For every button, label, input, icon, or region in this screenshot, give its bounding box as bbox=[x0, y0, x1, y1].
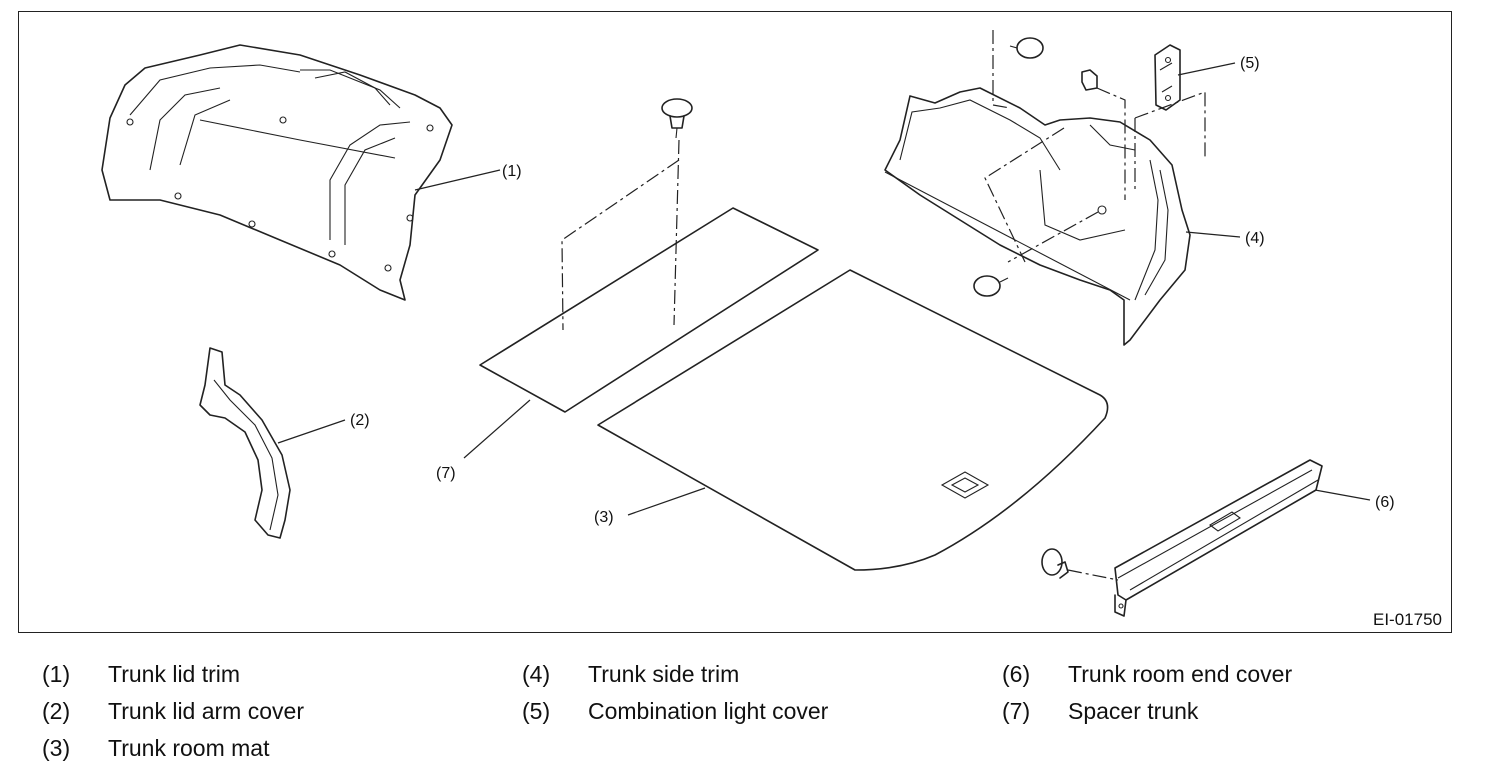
leader-7 bbox=[463, 399, 531, 459]
legend-number: (4) bbox=[522, 661, 551, 687]
leader-4 bbox=[1185, 231, 1241, 238]
leader-2 bbox=[277, 419, 346, 444]
figure-id: EI-01750 bbox=[1373, 610, 1442, 629]
legend-number: (6) bbox=[1002, 661, 1031, 687]
callout-4: (4) bbox=[1245, 230, 1265, 247]
trunk-room-end-cover-drawing bbox=[1041, 459, 1323, 617]
trunk-room-mat-drawing bbox=[597, 269, 1109, 571]
leader-5 bbox=[1177, 62, 1236, 76]
callout-1: (1) bbox=[502, 163, 522, 180]
legend-label: Trunk lid trim bbox=[108, 661, 241, 687]
parts-diagram: (1) (2) (3) (4) (5) (6) (7) EI-01750 bbox=[101, 30, 1442, 629]
legend-label: Trunk side trim bbox=[588, 661, 740, 687]
legend-label: Trunk room end cover bbox=[1068, 661, 1293, 687]
clip-drawing bbox=[561, 98, 693, 331]
legend-label: Spacer trunk bbox=[1068, 698, 1199, 724]
trunk-side-trim-drawing bbox=[884, 30, 1206, 346]
callout-6: (6) bbox=[1375, 494, 1395, 511]
callout-3: (3) bbox=[594, 509, 614, 526]
leader-1 bbox=[414, 169, 501, 191]
callout-7: (7) bbox=[436, 465, 456, 482]
legend-number: (3) bbox=[42, 735, 71, 761]
callout-2: (2) bbox=[350, 412, 370, 429]
legend-number: (1) bbox=[42, 661, 71, 687]
legend-number: (2) bbox=[42, 698, 71, 724]
trunk-lid-arm-cover-drawing bbox=[199, 347, 291, 539]
trunk-lid-trim-drawing bbox=[101, 44, 453, 301]
leader-3 bbox=[627, 487, 706, 516]
callout-5: (5) bbox=[1240, 55, 1260, 72]
diagram-frame bbox=[18, 11, 1452, 633]
spacer-trunk-drawing bbox=[479, 207, 819, 413]
legend-label: Combination light cover bbox=[588, 698, 829, 724]
legend-label: Trunk room mat bbox=[108, 735, 270, 761]
legend-label: Trunk lid arm cover bbox=[108, 698, 304, 724]
leader-6 bbox=[1314, 489, 1371, 501]
legend-number: (5) bbox=[522, 698, 551, 724]
legend-number: (7) bbox=[1002, 698, 1031, 724]
